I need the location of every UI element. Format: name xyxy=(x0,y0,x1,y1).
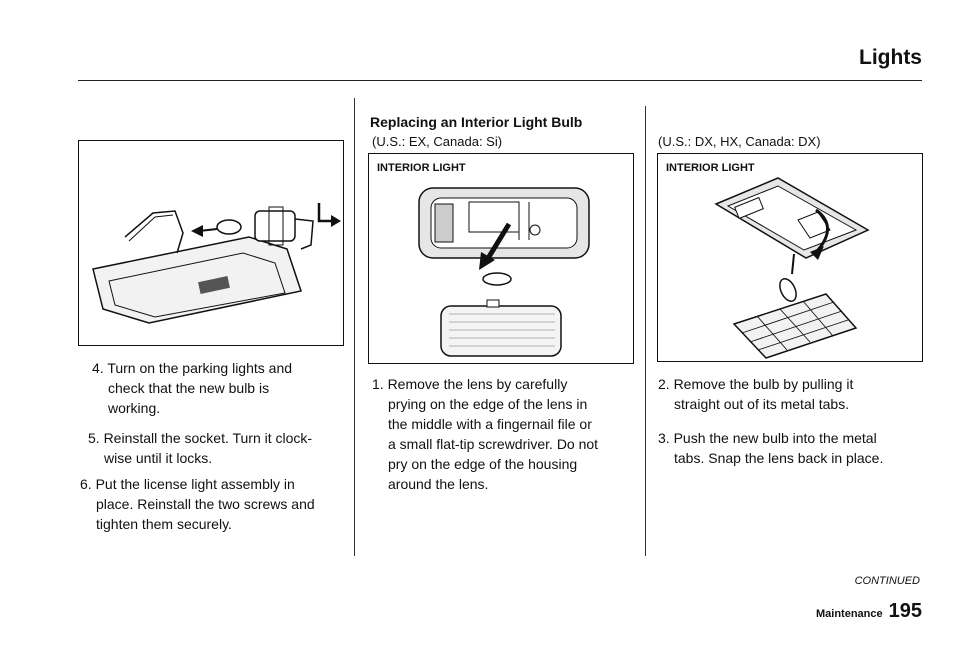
figure-label: INTERIOR LIGHT xyxy=(666,162,755,174)
step-3: 3. Push the new bulb into the metal tabs… xyxy=(658,428,883,468)
step-5-line-1: 5. Reinstall the socket. Turn it clock- xyxy=(88,430,313,446)
step-1-line-2: prying on the edge of the lens in xyxy=(388,396,588,412)
license-light-illustration xyxy=(92,203,341,324)
interior-light-ex-illustration xyxy=(418,187,590,357)
page-header-title: Lights xyxy=(859,46,922,69)
step-6-line-3: tighten them securely. xyxy=(96,516,232,532)
step-4-line-1: 4. Turn on the parking lights and xyxy=(92,360,293,376)
figure-label: INTERIOR LIGHT xyxy=(377,162,466,174)
step-3-line-2: tabs. Snap the lens back in place. xyxy=(674,450,884,466)
step-6: 6. Put the license light assembly in pla… xyxy=(80,474,315,534)
page-footer: Maintenance 195 xyxy=(816,600,922,623)
step-6-line-2: place. Reinstall the two screws and xyxy=(96,496,315,512)
step-1-line-3: the middle with a fingernail file or xyxy=(388,416,592,432)
step-4-line-2: check that the new bulb is xyxy=(108,380,270,396)
step-2: 2. Remove the bulb by pulling it straigh… xyxy=(658,374,853,414)
page-number: 195 xyxy=(888,600,922,622)
license-light-figure xyxy=(78,140,344,346)
step-5: 5. Reinstall the socket. Turn it clock- … xyxy=(88,428,312,468)
step-1: 1. Remove the lens by carefully prying o… xyxy=(372,374,598,494)
header-rule xyxy=(78,80,922,81)
continued-label: CONTINUED xyxy=(854,575,920,587)
step-1-line-6: around the lens. xyxy=(388,476,489,492)
interior-light-figure-dx: INTERIOR LIGHT xyxy=(657,153,923,362)
step-1-line-4: a small flat-tip screwdriver. Do not xyxy=(388,436,599,452)
interior-light-figure-ex: INTERIOR LIGHT xyxy=(368,153,634,364)
middle-subtitle: (U.S.: EX, Canada: Si) xyxy=(372,134,503,149)
step-6-line-1: 6. Put the license light assembly in xyxy=(80,476,295,492)
step-1-line-5: pry on the edge of the housing xyxy=(388,456,578,472)
step-2-line-2: straight out of its metal tabs. xyxy=(674,396,850,412)
step-1-line-1: 1. Remove the lens by carefully xyxy=(372,376,568,392)
step-5-line-2: wise until it locks. xyxy=(104,450,213,466)
interior-light-dx-illustration xyxy=(714,177,870,359)
step-4-line-3: working. xyxy=(108,400,161,416)
column-divider-left xyxy=(354,98,355,556)
section-title: Replacing an Interior Light Bulb xyxy=(370,114,583,130)
step-3-line-1: 3. Push the new bulb into the metal xyxy=(658,430,877,446)
step-4: 4. Turn on the parking lights and check … xyxy=(92,358,292,418)
footer-section-name: Maintenance xyxy=(815,608,883,620)
step-2-line-1: 2. Remove the bulb by pulling it xyxy=(658,376,854,392)
right-subtitle: (U.S.: DX, HX, Canada: DX) xyxy=(658,134,821,149)
column-divider-right xyxy=(645,106,646,556)
